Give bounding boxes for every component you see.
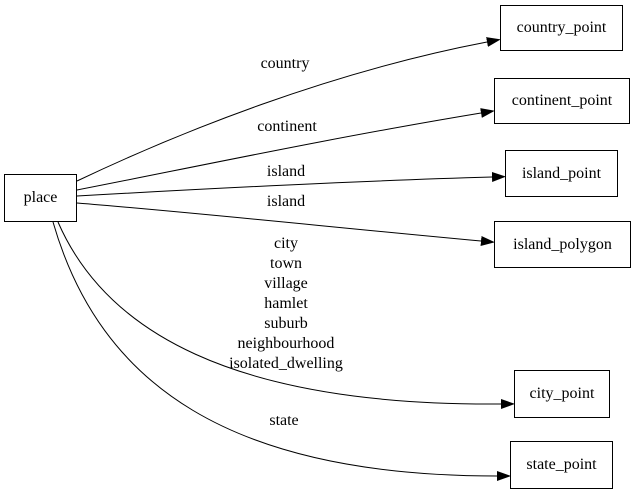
- edge-label-city-multiline: city town village hamlet suburb neighbou…: [229, 235, 343, 372]
- node-continent_point: continent_point: [494, 78, 630, 124]
- edge-label-island-point: island: [266, 163, 306, 180]
- edge-place-continent_point: [76, 108, 495, 191]
- node-place: place: [4, 174, 77, 222]
- node-island_point: island_point: [505, 150, 618, 197]
- node-country_point: country_point: [500, 5, 623, 51]
- edge-place-island_polygon: [76, 202, 495, 246]
- node-state_point: state_point: [510, 441, 613, 489]
- edge-place-island_point: [76, 172, 506, 197]
- edge-label-state: state: [269, 412, 299, 429]
- edge-place-city_point: [57, 221, 515, 409]
- edge-place-state_point: [52, 221, 511, 481]
- node-island_polygon: island_polygon: [494, 221, 631, 268]
- edge-label-country: country: [260, 55, 310, 72]
- node-city_point: city_point: [514, 370, 610, 418]
- edge-label-continent: continent: [257, 118, 317, 135]
- edge-place-country_point: [76, 37, 501, 182]
- edge-label-island-polygon: island: [266, 193, 306, 210]
